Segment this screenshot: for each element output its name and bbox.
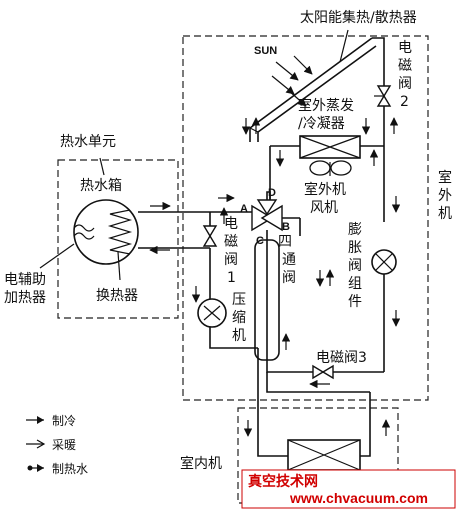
- expansion-valve-icon: [371, 249, 397, 275]
- solenoid-valve-1-label: 电 磁 阀 1: [224, 216, 238, 286]
- svg-text:阀: 阀: [398, 76, 412, 92]
- legend-item-hot-water: 制热水: [27, 462, 88, 476]
- outdoor-fan-label-2: 风机: [310, 200, 338, 216]
- svg-text:膨: 膨: [348, 221, 362, 238]
- svg-text:机: 机: [232, 328, 246, 344]
- outdoor-fan-label-1: 室外机: [304, 181, 346, 198]
- outdoor-evap-cond-label-2: /冷凝器: [298, 116, 345, 132]
- svg-text:四: 四: [278, 234, 292, 250]
- svg-text:阀: 阀: [224, 252, 238, 268]
- svg-text:电: 电: [398, 40, 412, 56]
- solenoid-valve-1-icon: [202, 225, 218, 247]
- svg-text:阀: 阀: [282, 270, 296, 286]
- legend-item-cooling: 制冷: [26, 414, 76, 428]
- aux-heater-label-1: 电辅助: [4, 272, 46, 288]
- solenoid-valve-3-icon: [312, 364, 334, 380]
- svg-text:缩: 缩: [232, 310, 246, 326]
- legend-item-heating: 采暖: [26, 438, 76, 452]
- svg-text:件: 件: [348, 294, 362, 310]
- port-d-label: D: [268, 187, 276, 199]
- svg-text:室: 室: [438, 169, 452, 186]
- port-a-label: A: [240, 203, 248, 215]
- port-b-label: B: [282, 221, 290, 233]
- outdoor-unit-label: 室 外 机: [438, 169, 452, 222]
- svg-text:阀: 阀: [348, 258, 362, 274]
- aux-heater-label-2: 加热器: [4, 290, 46, 306]
- hot-water-tank-icon: [73, 199, 139, 265]
- aux-heater-icon: [73, 224, 95, 240]
- svg-text:磁: 磁: [224, 234, 238, 250]
- heat-exchanger-coil-icon: [107, 209, 133, 255]
- compressor-label: 压 缩 机: [232, 292, 246, 344]
- svg-text:2: 2: [400, 94, 409, 110]
- four-way-valve-label: 四 通 阀: [278, 234, 296, 286]
- svg-text:制冷: 制冷: [52, 414, 76, 428]
- svg-text:电: 电: [224, 216, 238, 232]
- hot-water-unit-boundary: [57, 159, 179, 319]
- svg-text:制热水: 制热水: [52, 462, 88, 476]
- sun-rays-icon: [271, 55, 313, 107]
- svg-text:外: 外: [438, 188, 452, 204]
- svg-text:1: 1: [227, 270, 236, 286]
- svg-text:www.chvacuum.com: www.chvacuum.com: [289, 490, 428, 506]
- solar-collector-label: 太阳能集热/散热器: [300, 9, 417, 26]
- expansion-valve-label: 膨 胀 阀 组 件: [348, 221, 362, 310]
- solenoid-valve-2-label: 电 磁 阀 2: [398, 40, 412, 110]
- heat-exchanger-label: 换热器: [96, 287, 138, 304]
- svg-text:机: 机: [438, 206, 452, 222]
- flow-arrows: [149, 117, 401, 437]
- svg-text:胀: 胀: [348, 240, 362, 256]
- svg-text:磁: 磁: [398, 58, 412, 74]
- outdoor-evap-cond-label-1: 室外蒸发: [298, 97, 354, 114]
- outdoor-unit-boundary: [182, 35, 429, 401]
- solenoid-valve-3-label: 电磁阀3: [316, 350, 367, 366]
- indoor-unit-label: 室内机: [180, 455, 222, 472]
- legend: 制冷 采暖 制热水: [26, 414, 88, 476]
- sun-label: SUN: [254, 45, 277, 57]
- svg-text:真空技术网: 真空技术网: [248, 473, 318, 490]
- svg-text:通: 通: [282, 252, 296, 268]
- collector-leader-line: [339, 29, 349, 63]
- four-way-valve-icon: [251, 191, 283, 232]
- hot-water-tank-label: 热水箱: [80, 178, 122, 194]
- svg-text:压: 压: [232, 292, 246, 308]
- hot-water-unit-label: 热水单元: [60, 134, 116, 150]
- outdoor-coil: [299, 135, 361, 159]
- port-c-label: C: [256, 235, 264, 247]
- svg-text:采暖: 采暖: [52, 438, 76, 452]
- solenoid-valve-2-icon: [374, 85, 392, 107]
- outdoor-fan-icon: [309, 160, 352, 176]
- watermark: 真空技术网 www.chvacuum.com: [241, 469, 456, 509]
- svg-text:组: 组: [348, 276, 362, 292]
